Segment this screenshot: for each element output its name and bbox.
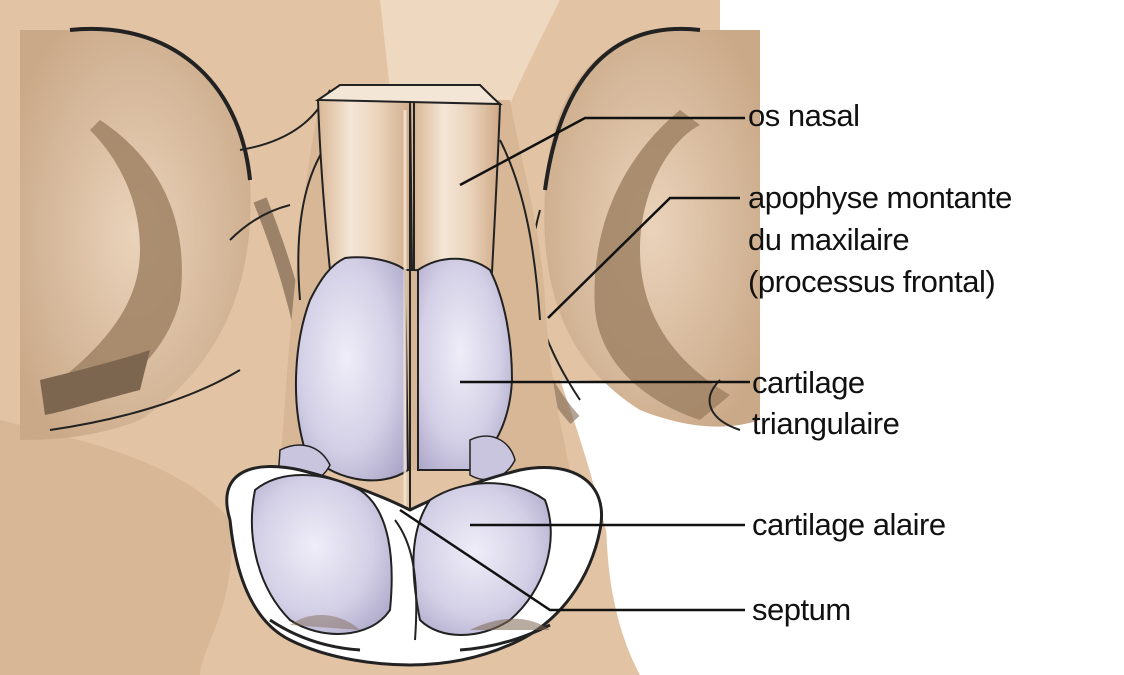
label-apophyse-line1: apophyse montante — [748, 180, 1012, 216]
label-cartilage-alaire: cartilage alaire — [752, 507, 946, 543]
label-cartilage-triangulaire-line2: triangulaire — [752, 406, 899, 442]
label-cartilage-triangulaire-line1: cartilage — [752, 365, 865, 401]
label-apophyse-line3: (processus frontal) — [748, 264, 995, 300]
label-septum: septum — [752, 592, 851, 628]
label-os-nasal: os nasal — [748, 98, 859, 134]
label-apophyse-line2: du maxilaire — [748, 222, 909, 258]
